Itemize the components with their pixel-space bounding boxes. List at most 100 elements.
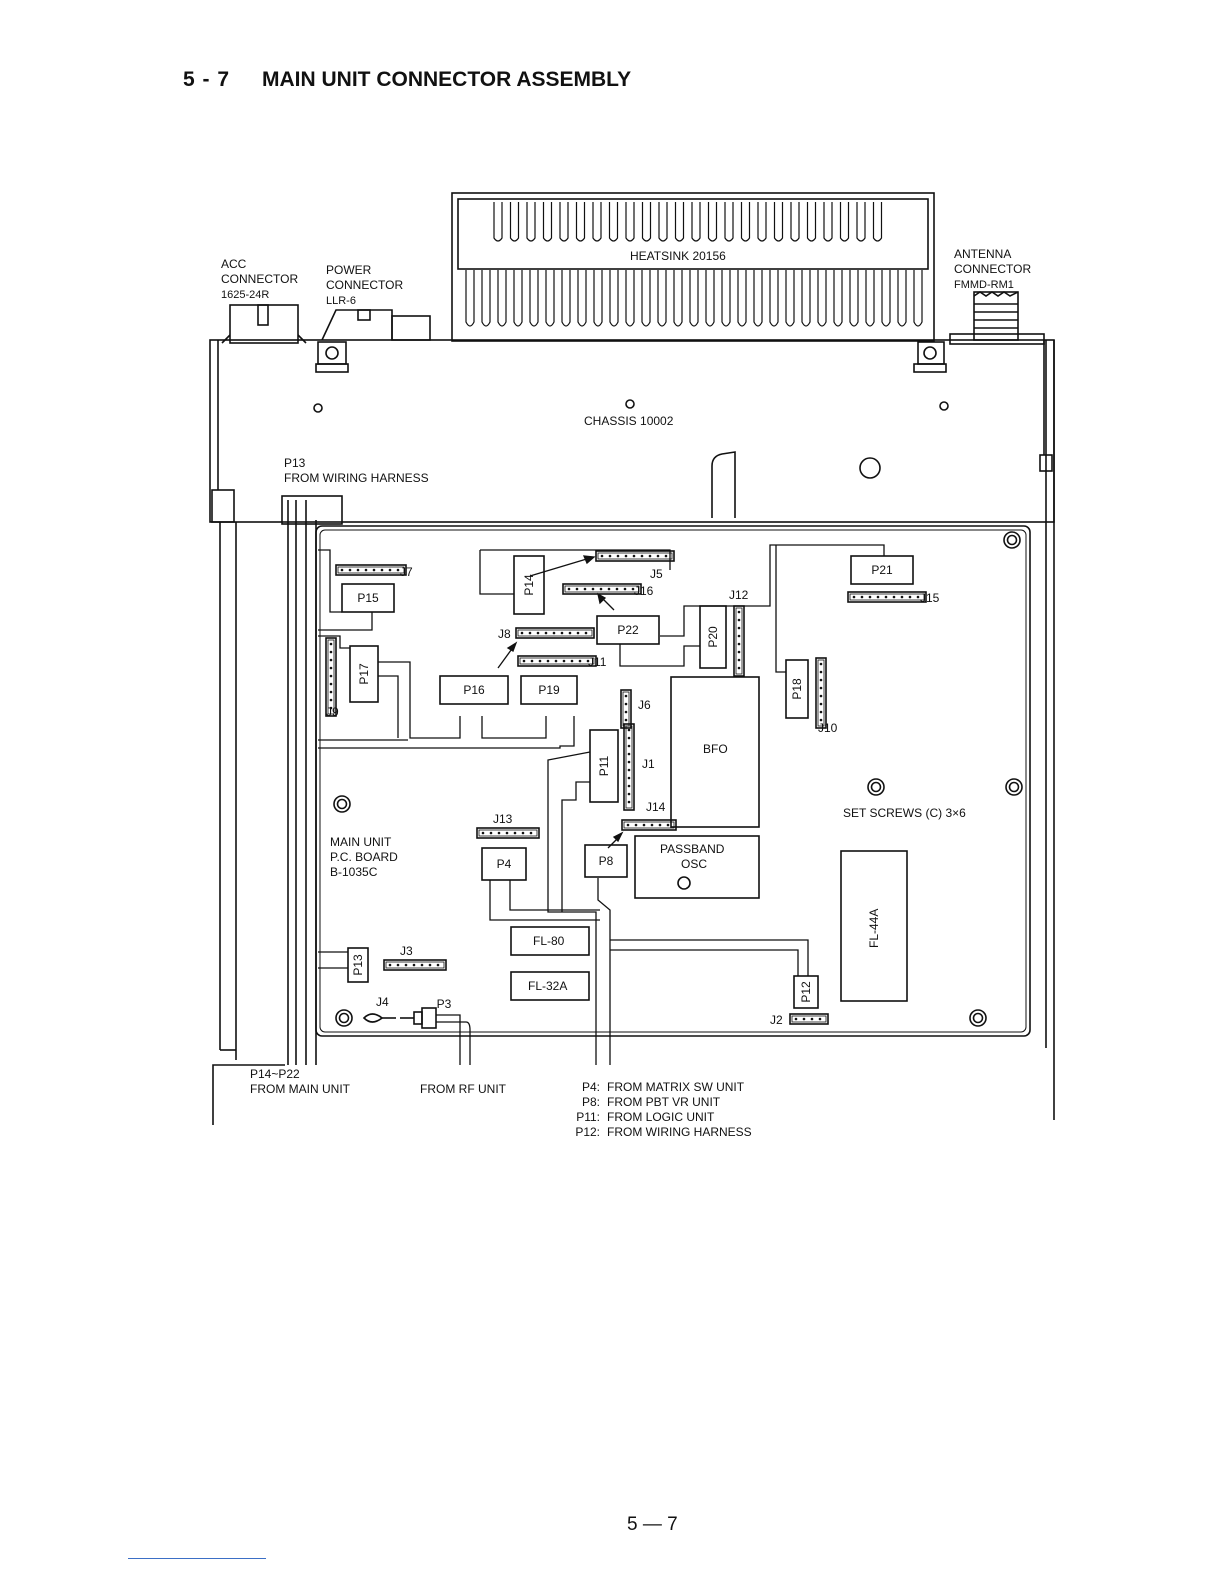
jack-j3-label: J3: [400, 944, 413, 958]
jack-j14: J14: [621, 800, 677, 831]
jack-j7: J7: [335, 564, 413, 579]
svg-text:P.C. BOARD: P.C. BOARD: [330, 850, 398, 864]
jack-j15: J15: [847, 591, 940, 605]
jack-j8-label: J8: [498, 627, 511, 641]
plug-p21: P21: [850, 555, 914, 585]
plug-p22-label: P22: [617, 623, 639, 637]
jack-j13: J13: [476, 812, 540, 839]
jack-j10: J10: [815, 657, 838, 735]
plug-p19-label: P19: [538, 683, 560, 697]
plug-p4-label: P4: [497, 857, 512, 871]
heatsink-label: HEATSINK 20156: [630, 249, 726, 263]
svg-text:PASSBAND: PASSBAND: [660, 842, 725, 856]
plug-p12-label: P12: [799, 981, 813, 1003]
legend-text: FROM LOGIC UNIT: [607, 1110, 715, 1124]
jack-j12-label: J12: [729, 588, 749, 602]
screw: [1003, 531, 1021, 549]
p13-label: P13: [284, 456, 306, 470]
svg-text:CONNECTOR: CONNECTOR: [221, 272, 298, 286]
plug-p12: P12: [793, 975, 819, 1009]
plug-p21-label: P21: [871, 563, 893, 577]
svg-text:ACC: ACC: [221, 257, 247, 271]
plug-p4: P4: [481, 847, 527, 881]
jack-j2: J2: [770, 1013, 829, 1027]
jack-j7-label: J7: [400, 565, 413, 579]
passband-osc-module: PASSBAND OSC: [634, 835, 760, 899]
fl32a-filter: FL-32A: [510, 971, 590, 1001]
plug-p11: P11: [589, 729, 619, 803]
plug-p8: P8: [584, 844, 628, 878]
legend-text: FROM MATRIX SW UNIT: [607, 1080, 745, 1094]
acc-connector: ACC CONNECTOR 1625-24R: [221, 257, 307, 344]
jack-j1-label: J1: [642, 757, 655, 771]
plug-p19: P19: [520, 675, 578, 705]
svg-text:MAIN UNIT: MAIN UNIT: [330, 835, 392, 849]
wiring-harness: [281, 495, 343, 1065]
screw: [1005, 778, 1023, 796]
legend-key: P4:: [582, 1080, 600, 1094]
plug-p15-label: P15: [357, 591, 379, 605]
plug-p13-label: P13: [351, 954, 365, 976]
jack-j4-label: J4: [376, 995, 389, 1009]
page-title: MAIN UNIT CONNECTOR ASSEMBLY: [262, 68, 632, 91]
legend-text: FROM PBT VR UNIT: [607, 1095, 721, 1109]
jack-j9-label: J9: [326, 705, 339, 719]
from-rf-unit-label: FROM RF UNIT: [420, 1082, 507, 1096]
plug-p13: P13: [347, 947, 369, 983]
jack-j14-label: J14: [646, 800, 666, 814]
legend-text: FROM WIRING HARNESS: [607, 1125, 752, 1139]
from-main-unit-label: FROM MAIN UNIT: [250, 1082, 351, 1096]
legend-key: P11:: [576, 1110, 600, 1124]
screw: [867, 778, 885, 796]
svg-text:FMMD-RM1: FMMD-RM1: [954, 279, 1014, 291]
svg-text:B-1035C: B-1035C: [330, 865, 378, 879]
plug-p11-label: P11: [597, 755, 611, 776]
p13-harness-label: FROM WIRING HARNESS: [284, 471, 429, 485]
p14-p22-label: P14~P22: [250, 1067, 300, 1081]
jack-j11: J11: [517, 655, 607, 669]
jack-j3: J3: [383, 944, 447, 971]
main-pc-board: MAIN UNIT P.C. BOARD B-1035C SET SCREWS …: [315, 525, 1031, 1037]
jack-j6-label: J6: [638, 698, 651, 712]
jack-j16: J16: [562, 583, 654, 598]
jack-j5-label: J5: [650, 567, 663, 581]
bfo-module: BFO: [670, 676, 760, 828]
jack-j13-label: J13: [493, 812, 513, 826]
svg-text:FL-32A: FL-32A: [528, 979, 567, 993]
page-number: 5 — 7: [627, 1514, 678, 1535]
jack-j6: J6: [620, 689, 651, 729]
plug-p20: P20: [699, 605, 727, 669]
svg-text:OSC: OSC: [681, 857, 707, 871]
screw: [333, 795, 351, 813]
plug-p14-label: P14: [522, 574, 536, 596]
footnote-rule: [128, 1558, 266, 1559]
set-screws-label: SET SCREWS (C) 3×6: [843, 806, 966, 820]
heatsink: HEATSINK 20156: [451, 192, 935, 342]
legend-key: P8:: [582, 1095, 600, 1109]
plug-p20-label: P20: [706, 626, 720, 648]
plug-p17-label: P17: [357, 663, 371, 685]
fl44a-filter: FL-44A: [840, 850, 908, 1002]
svg-text:ANTENNA: ANTENNA: [954, 247, 1011, 261]
plug-p16-label: P16: [463, 683, 485, 697]
internal-wires: [318, 544, 885, 1065]
svg-text:FL-44A: FL-44A: [867, 909, 881, 948]
plug-source-legend: P4: FROM MATRIX SW UNIT P8: FROM PBT VR UNI…: [575, 1080, 751, 1139]
fl80-filter: FL-80: [510, 926, 590, 956]
arrows: [497, 555, 624, 849]
jack-j12: J12: [729, 588, 749, 677]
jack-j9: J9: [325, 637, 339, 719]
chassis: CHASSIS 10002: [209, 339, 1055, 1125]
svg-text:BFO: BFO: [703, 742, 728, 756]
j4-coax-jack: [362, 1013, 396, 1023]
svg-text:1625-24R: 1625-24R: [221, 289, 269, 301]
chassis-label: CHASSIS 10002: [584, 414, 674, 428]
jack-j11-label: J11: [588, 655, 607, 669]
jack-j15-label: J15: [920, 591, 940, 605]
plug-p18-label: P18: [790, 678, 804, 700]
antenna-connector: ANTENNA CONNECTOR FMMD-RM1: [913, 247, 1045, 373]
jack-j16-label: J16: [634, 584, 654, 598]
